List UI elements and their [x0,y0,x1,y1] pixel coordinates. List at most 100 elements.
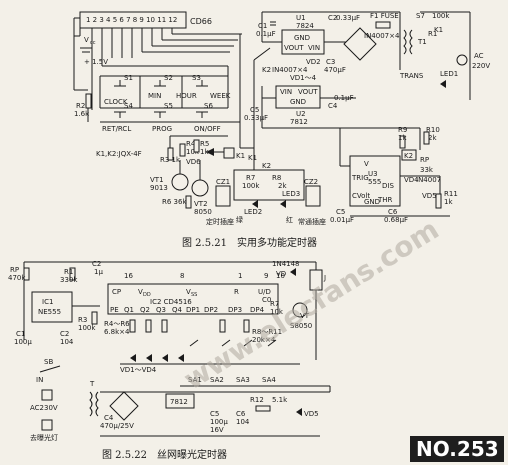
c2-value: 0.33μF [336,14,360,22]
r2-value: 1.6k [74,110,90,118]
u2-vin: VIN [280,88,292,96]
vt-transistor [292,302,308,318]
r10-resistor [423,131,430,145]
vd4-led [178,354,184,362]
cz1-desc: 定时插座 [206,217,234,226]
cz2-desc: 常通插座 [298,217,326,226]
vt2-value: 8050 [194,208,212,216]
u1-gnd: GND [294,34,310,42]
c1-value: 0.1μF [256,30,276,38]
c2-label: C2 [328,14,337,22]
r6-resistor [161,319,168,333]
vt2-label: VT2 [194,200,208,208]
cd66-label: CD66 [190,17,212,26]
u1-vin: VIN [308,44,320,52]
fig2-vd5-led [296,408,302,416]
r10-value: 2k [428,134,437,142]
ic2-dp4: DP4 [250,306,265,314]
r3-label: R3 1k [160,156,181,164]
c6-label: C6 [388,208,398,216]
fig2-7812 [165,393,195,409]
pin10: 10 [276,272,285,280]
led3-icon [280,200,286,208]
r7-value: 100k [242,182,260,190]
led3-label: LED3 [282,190,300,198]
in4148-label: 1N4148 [272,260,300,268]
r8r11-value: 20k×4 [252,336,276,344]
ic2-ud: U/D [258,288,271,296]
cd66-display [79,11,187,29]
hour-label: HOUR [176,92,197,100]
c5b-value: 0.01μF [330,216,354,224]
cz2-label: CZ2 [304,178,318,186]
k2-coil [401,149,417,161]
svg-text:cc: cc [90,40,96,46]
r9-value: 1k [398,134,407,142]
fig2-transformer-secondary [95,391,99,417]
cd66-pins: 1 2 3 4 5 6 7 8 9 10 11 12 [86,16,177,24]
prog-label: PROG [152,125,172,133]
r5-resistor [145,319,152,333]
u3-thr: THR [377,196,393,204]
r1-fig1-label: R1 [428,30,437,38]
r7-label: R7 [246,174,255,182]
rp-potentiometer [23,267,30,281]
s6-label: S6 [204,102,213,110]
fig2-c2-value: 1μ [94,268,103,276]
r12-label: R12 [250,396,264,404]
fig2-c6-value: 104 [236,418,250,426]
min-label: MIN [148,92,161,100]
fig2-c4-value: 470μ/25V [100,422,134,430]
r4-resistor [179,143,186,157]
vd3-led [162,354,168,362]
r8-resistor [219,319,226,333]
led1-label: LED1 [440,70,458,78]
s4-label: S4 [124,102,133,110]
r2-label: R2 [76,102,85,110]
u3-trig: TRIG [351,174,369,182]
t1-label: T1 [417,38,427,46]
figure-2: RP 470k R1 330k C2 1μ IC1 NE555 C1 100μ … [8,260,331,461]
pin1: 1 [238,272,242,280]
s3-label: S3 [192,74,201,82]
bridge-rectifier [343,27,377,61]
fig2-r1-label: R1 [64,268,73,276]
ic2-vdd: V [138,288,143,296]
bridge-value-2: IN4007×4 [272,66,308,74]
s7-label: S7 [416,12,425,20]
vd2-led [146,354,152,362]
u3-label: U3 [368,170,378,178]
r9-resistor [243,319,250,333]
bridge-value: IN4007×4 [364,32,400,40]
relay-j-label: J [323,274,326,282]
u3-vcc: V [364,160,369,168]
pin16: 16 [124,272,133,280]
dip-switches [189,339,277,347]
ic2-r: R [234,288,239,296]
r5-resistor [193,139,200,153]
svg-text:DD: DD [143,292,151,298]
retrcl-label: RET/RCL [102,125,131,133]
k1-contact-label: K1 [248,154,257,162]
u3-value: 555 [368,178,381,186]
ic2-dp2: DP2 [204,306,218,314]
ic2-q3: Q3 [156,306,166,314]
fig2-c5-label: C5 [210,410,219,418]
vd6-label: VD6 [186,158,201,166]
issue-badge: NO.253 [416,437,499,461]
cz1-socket [215,185,231,207]
pin9: 9 [264,272,268,280]
u2-label: U2 [296,110,306,118]
u2-gnd: GND [290,98,306,106]
sa3-label: SA3 [236,376,250,384]
s5-label: S5 [164,102,173,110]
k2-coil-label: K2 [404,152,413,160]
fuse-label: F1 FUSE [370,12,399,20]
s1-label: S1 [124,74,133,82]
vd6-diode [206,148,214,156]
led2-color: 绿 [236,215,243,224]
rp-label: RP [420,156,429,164]
lamp-label: 去曝光灯 [30,433,58,442]
ic2-cp: CP [112,288,121,296]
vd1vd4-label: VD1～VD4 [120,366,157,374]
